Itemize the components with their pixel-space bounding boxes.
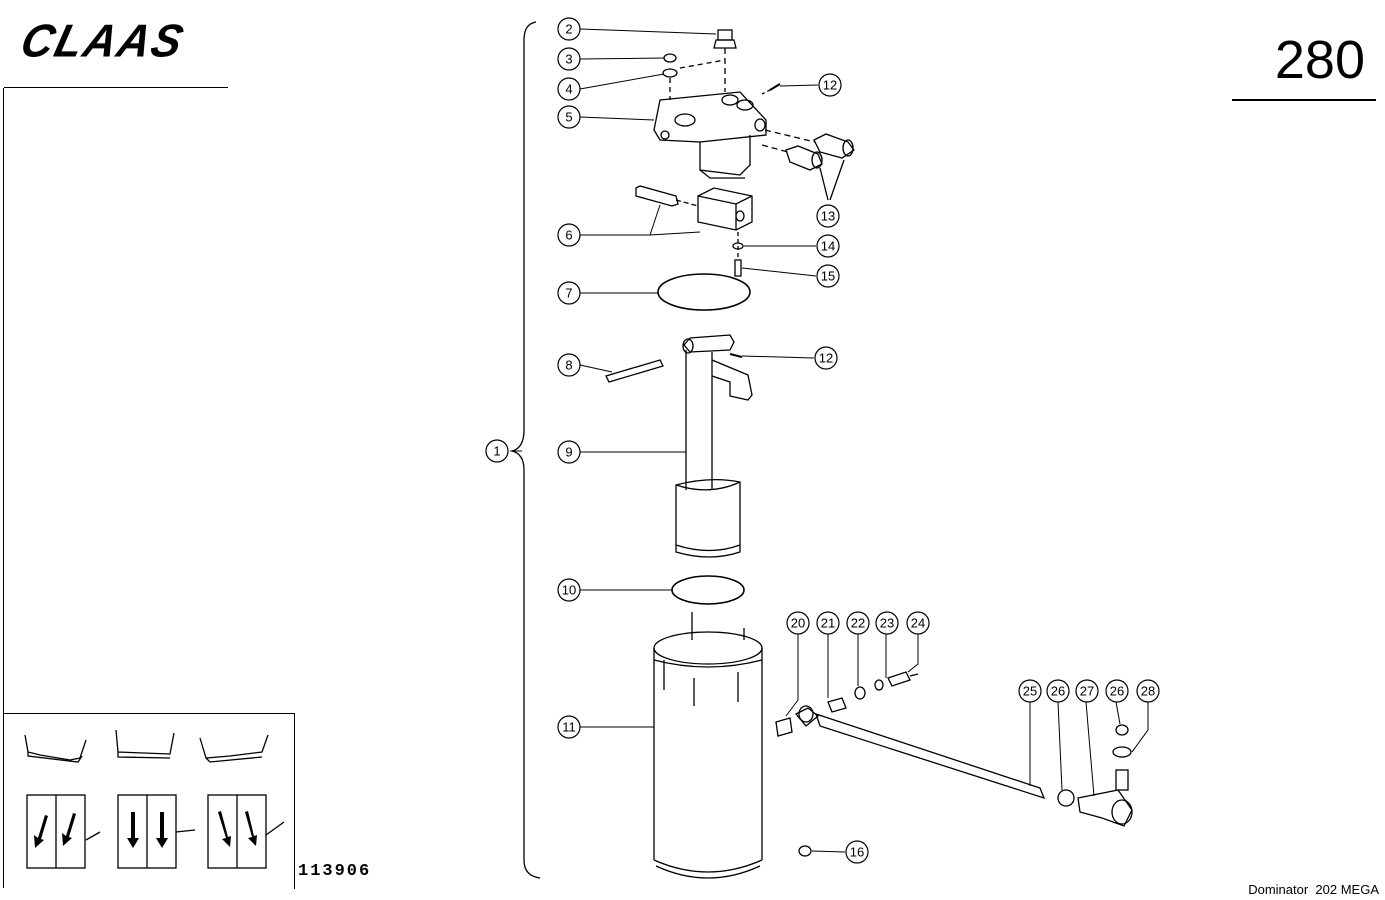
logo-rule <box>4 87 228 88</box>
callout-25: 25 <box>1018 679 1042 703</box>
callout-label: 15 <box>821 269 835 284</box>
callout-26-right: 26 <box>1105 679 1129 703</box>
callout-label: 3 <box>565 52 572 67</box>
callout-label: 22 <box>851 616 865 631</box>
callout-12-top: 12 <box>818 73 842 97</box>
callout-label: 12 <box>819 351 833 366</box>
callout-3: 3 <box>557 47 581 71</box>
callout-23: 23 <box>875 611 899 635</box>
callout-label: 6 <box>565 228 572 243</box>
callout-label: 20 <box>791 616 805 631</box>
callout-label: 26 <box>1110 684 1124 699</box>
callout-label: 11 <box>562 720 576 735</box>
callout-label: 21 <box>821 616 835 631</box>
callout-label: 1 <box>493 444 500 459</box>
callout-label: 9 <box>565 445 572 460</box>
callout-label: 25 <box>1023 684 1037 699</box>
callout-5: 5 <box>557 105 581 129</box>
header-profile-icons <box>24 729 269 763</box>
callout-label: 14 <box>821 239 835 254</box>
callout-11: 11 <box>557 715 581 739</box>
part-valve-block <box>635 185 753 231</box>
left-frame-line <box>3 88 4 888</box>
callout-20: 20 <box>786 611 810 635</box>
callout-label: 10 <box>562 583 576 598</box>
part-filter-element <box>675 334 753 558</box>
callout-label: 26 <box>1051 684 1065 699</box>
callout-label: 7 <box>565 286 572 301</box>
callout-label: 28 <box>1141 684 1155 699</box>
part-bleed-screw <box>713 29 737 92</box>
callout-label: 27 <box>1080 684 1094 699</box>
callout-2: 2 <box>557 17 581 41</box>
callout-27: 27 <box>1075 679 1099 703</box>
part-fittings <box>761 129 855 201</box>
callout-6: 6 <box>557 223 581 247</box>
callout-21: 21 <box>816 611 840 635</box>
page-number-rule <box>1232 99 1376 101</box>
callout-22: 22 <box>846 611 870 635</box>
callout-16: 16 <box>845 840 869 864</box>
part-filter-head <box>653 59 767 179</box>
callout-13: 13 <box>816 204 840 228</box>
machine-model: Dominator 202 MEGA <box>1248 882 1379 897</box>
callout-14: 14 <box>816 234 840 258</box>
callout-1: 1 <box>485 439 509 463</box>
callout-4: 4 <box>557 77 581 101</box>
callouts: 1 2 3 4 5 6 7 8 9 10 11 12 12 13 14 15 1… <box>485 17 1160 864</box>
callout-label: 23 <box>880 616 894 631</box>
callout-8: 8 <box>557 353 581 377</box>
callout-label: 8 <box>565 358 572 373</box>
callout-label: 2 <box>565 22 572 37</box>
document-number: 113906 <box>298 862 372 881</box>
callout-28: 28 <box>1136 679 1160 703</box>
header-type-inset <box>3 713 295 889</box>
part-filter-bowl <box>653 612 763 879</box>
callout-label: 13 <box>821 209 835 224</box>
callout-7: 7 <box>557 281 581 305</box>
callout-24: 24 <box>906 611 930 635</box>
callout-12-mid: 12 <box>814 346 838 370</box>
callout-9: 9 <box>557 440 581 464</box>
callout-label: 24 <box>911 616 925 631</box>
callout-label: 4 <box>565 82 572 97</box>
header-arrow-icons <box>26 794 285 869</box>
callout-label: 16 <box>850 845 864 860</box>
callout-label: 12 <box>823 78 837 93</box>
callout-15: 15 <box>816 264 840 288</box>
callout-26-left: 26 <box>1046 679 1070 703</box>
callout-label: 5 <box>565 110 572 125</box>
page-number: 280 <box>1274 30 1365 90</box>
callout-10: 10 <box>557 578 581 602</box>
